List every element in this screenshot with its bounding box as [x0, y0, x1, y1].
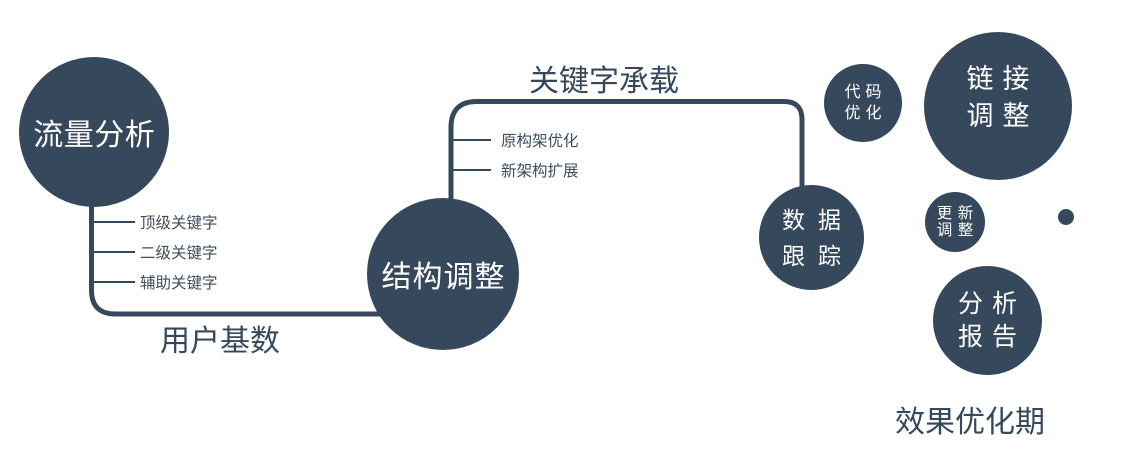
- node-link-adjustment-line1: 链接: [966, 64, 1039, 94]
- node-update-adjustment[interactable]: 更新 调整: [925, 192, 985, 252]
- node-code-optimization-line2: 优化: [844, 105, 887, 122]
- node-update-adjustment-line1: 更新: [936, 204, 979, 222]
- tick-label-second-keyword: 二级关键字: [140, 245, 218, 262]
- node-data-tracking-line2: 跟踪: [782, 242, 854, 269]
- node-bullet-dot: [1058, 209, 1074, 225]
- node-code-optimization[interactable]: 代码 优化: [824, 64, 902, 142]
- node-update-adjustment-line2: 调整: [936, 222, 979, 239]
- node-link-adjustment[interactable]: 链接 调整: [924, 32, 1072, 180]
- node-link-adjustment-line2: 调整: [966, 101, 1039, 131]
- edge-label-keyword-bearing: 关键字承载: [529, 65, 679, 98]
- tick-label-aux-keyword: 辅助关键字: [140, 275, 218, 292]
- tick-label-top-keyword: 顶级关键字: [140, 215, 218, 232]
- node-code-optimization-line1: 代码: [844, 84, 887, 101]
- node-traffic-analysis-label: 流量分析: [33, 119, 156, 152]
- stage-label-effect-period: 效果优化期: [895, 406, 1045, 439]
- edge-label-user-base: 用户基数: [160, 325, 280, 358]
- node-data-tracking-line1: 数据: [782, 206, 854, 233]
- connector-structure-to-tracking: [448, 99, 805, 205]
- node-analysis-report[interactable]: 分析 报告: [933, 266, 1042, 375]
- tick-label-original-structure: 原构架优化: [501, 133, 579, 150]
- node-traffic-analysis[interactable]: 流量分析: [19, 57, 169, 207]
- node-data-tracking[interactable]: 数据 跟踪: [759, 185, 864, 290]
- node-structure-adjustment-label: 结构调整: [381, 261, 506, 294]
- connector-traffic-to-structure: [89, 200, 380, 317]
- node-structure-adjustment[interactable]: 结构调整: [367, 198, 519, 350]
- tick-label-new-structure: 新架构扩展: [501, 163, 579, 180]
- node-analysis-report-line1: 分析: [957, 289, 1026, 318]
- node-analysis-report-line2: 报告: [957, 322, 1026, 351]
